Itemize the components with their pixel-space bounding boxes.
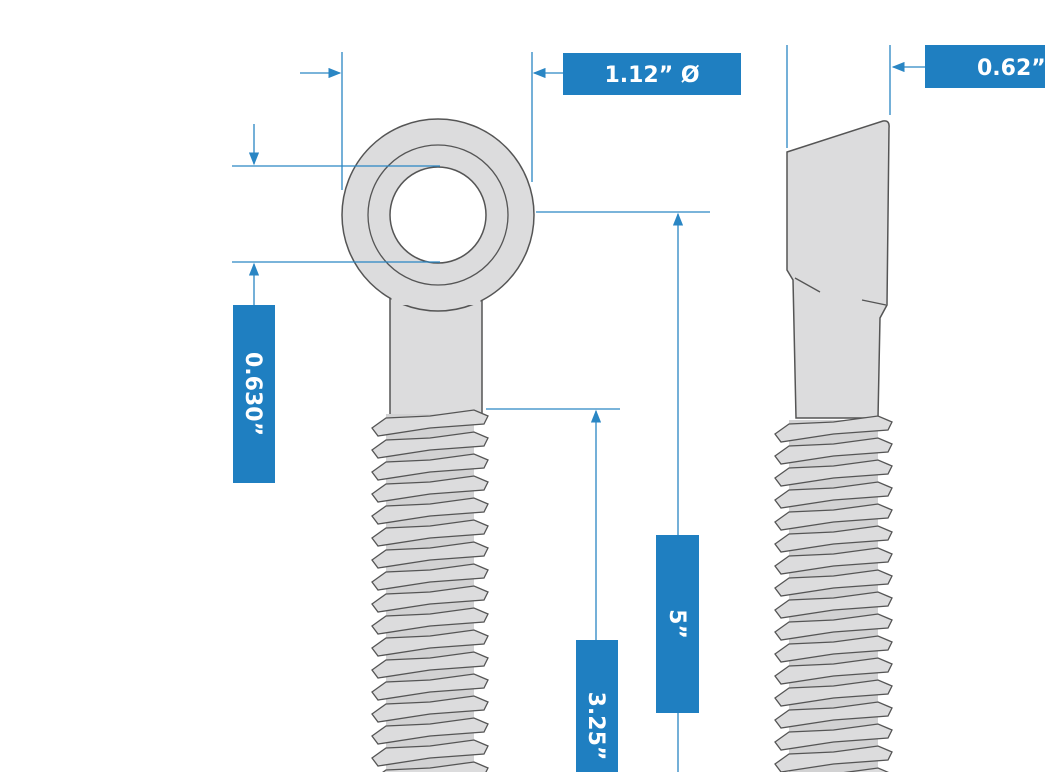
thread-ridge (774, 745, 893, 772)
svg-text:3.25”: 3.25” (583, 692, 608, 761)
thread-ridge (371, 739, 489, 767)
thread-ridge (371, 673, 489, 701)
thread-ridge (774, 547, 893, 575)
dimension-lines (232, 45, 925, 772)
svg-text:0.62”: 0.62” (977, 56, 1045, 81)
eye-inner-ring (367, 144, 509, 286)
thread-ridge (371, 651, 489, 679)
label-eye-diameter: 1.12” Ø (563, 53, 741, 95)
thread-ridge (774, 569, 893, 597)
thread-ridge (371, 695, 489, 723)
thread-ridge (843, 767, 889, 772)
thread-ridge (774, 657, 893, 685)
thread-ridge (774, 503, 893, 531)
svg-text:0.630”: 0.630” (240, 352, 265, 436)
thread-ridge (371, 585, 489, 613)
thread-ridge (774, 459, 893, 487)
thread-ridge (371, 475, 489, 503)
thread-ridge (371, 497, 489, 525)
thread-ridge (371, 453, 489, 481)
label-thread-length: 3.25” (576, 640, 618, 772)
thread-ridge (774, 701, 893, 729)
thread-ridge (774, 525, 893, 553)
thread-ridge (371, 607, 489, 635)
thread-ridge (371, 717, 489, 745)
thread-ridge (371, 563, 489, 591)
thread-ridge (774, 481, 893, 509)
eye-bolt-side-view (774, 120, 893, 772)
thread-ridge (774, 679, 893, 707)
svg-text:5”: 5” (664, 609, 689, 639)
label-hole-size: 0.630” (233, 305, 275, 483)
thread-ridge (774, 723, 893, 751)
label-overall-length: 5” (656, 535, 699, 713)
threads-front (371, 409, 489, 772)
thread-ridge (774, 437, 893, 465)
label-eye-thickness: 0.62” (925, 45, 1045, 88)
thread-ridge (371, 409, 489, 437)
side-head (786, 120, 890, 419)
thread-ridge (371, 629, 489, 657)
svg-text:1.12” Ø: 1.12” Ø (604, 63, 699, 88)
thread-ridge (371, 541, 489, 569)
thread-ridge (371, 519, 489, 547)
thread-ridge (774, 591, 893, 619)
thread-ridge (774, 635, 893, 663)
thread-ridge (382, 761, 489, 772)
thread-ridge (774, 415, 893, 443)
eye-bolt-front-view (341, 118, 535, 772)
threads-side (774, 415, 893, 772)
thread-ridge (774, 613, 893, 641)
eye-hole (389, 166, 487, 264)
thread-ridge (371, 431, 489, 459)
